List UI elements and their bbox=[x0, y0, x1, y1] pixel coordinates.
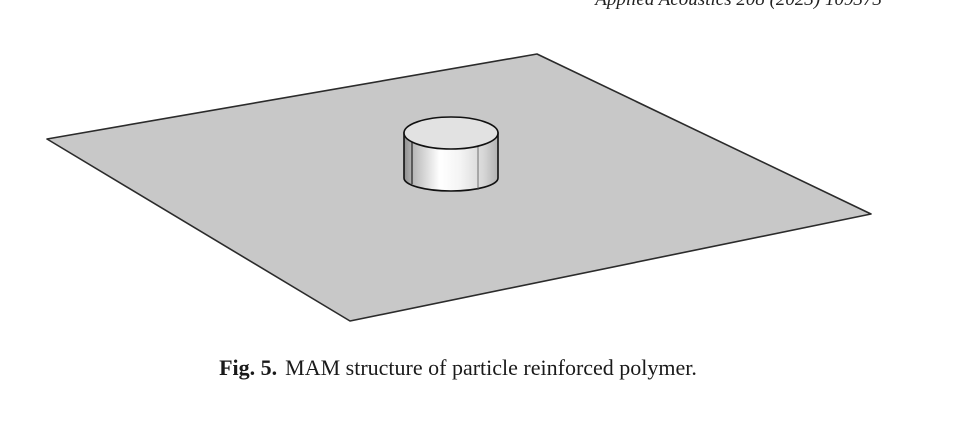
mam-structure-figure bbox=[46, 53, 872, 322]
figure-caption-text: MAM structure of particle reinforced pol… bbox=[285, 355, 697, 380]
figure-caption: Fig. 5. MAM structure of particle reinfor… bbox=[0, 354, 916, 382]
running-header-journal-ref: Applied Acoustics 208 (2023) 109373 bbox=[595, 0, 882, 11]
cylinder-top bbox=[403, 116, 499, 150]
figure-label: Fig. 5. bbox=[219, 355, 278, 380]
particle-mass-cylinder bbox=[403, 116, 499, 192]
